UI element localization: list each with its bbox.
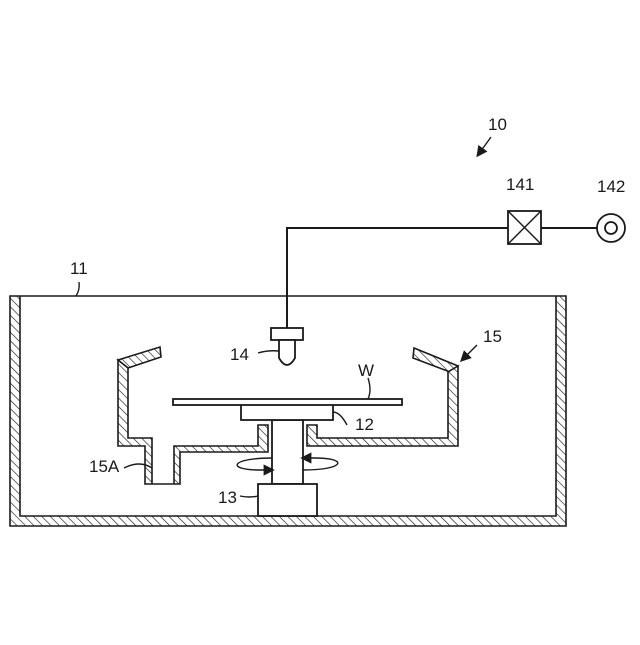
spindle-shaft (272, 420, 303, 484)
motor (258, 484, 317, 516)
label-valve: 141 (506, 175, 534, 194)
supply-line (287, 228, 597, 328)
supply-source-icon (597, 214, 625, 242)
valve-icon (508, 211, 541, 244)
spin-chuck (241, 404, 333, 420)
wafer (173, 399, 402, 405)
label-spin-chuck: 12 (355, 415, 374, 434)
label-cup: 15 (483, 327, 502, 346)
label-wafer: W (358, 361, 374, 380)
label-motor: 13 (218, 488, 237, 507)
label-apparatus: 10 (488, 115, 507, 134)
label-nozzle: 14 (230, 345, 249, 364)
label-supply-source: 142 (597, 177, 625, 196)
label-chamber: 11 (70, 259, 88, 278)
nozzle (271, 328, 303, 365)
label-cup-drain: 15A (89, 457, 120, 476)
